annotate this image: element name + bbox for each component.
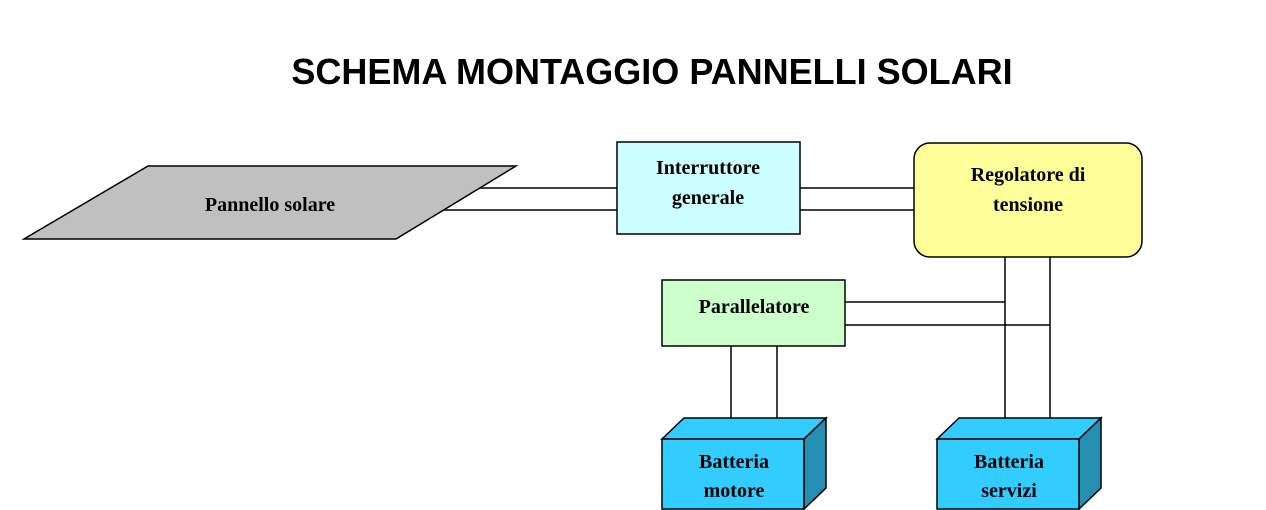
engine-battery-front xyxy=(661,438,805,510)
paralleler-box xyxy=(661,279,846,347)
voltage-regulator-label-line1: Regolatore di xyxy=(971,164,1086,186)
diagram-title: SCHEMA MONTAGGIO PANNELLI SOLARI xyxy=(291,51,1012,92)
engine-battery-label-line1: Batteria xyxy=(699,451,769,473)
service-battery-label-line1: Batteria xyxy=(974,451,1044,473)
node-service-battery: Batteria servizi xyxy=(935,416,1103,510)
paralleler-label: Parallelatore xyxy=(699,296,810,318)
voltage-regulator-label-line2: tensione xyxy=(993,194,1063,216)
node-main-switch: Interruttore generale xyxy=(616,141,801,235)
node-voltage-regulator: Regolatore di tensione xyxy=(913,142,1143,258)
voltage-regulator-box xyxy=(913,142,1143,258)
service-battery-top xyxy=(935,417,1103,440)
solar-panel-shape xyxy=(21,165,519,240)
connections xyxy=(436,187,1051,418)
solar-panel-label: Pannello solare xyxy=(205,194,335,216)
engine-battery-label-line2: motore xyxy=(704,480,765,502)
service-battery-front xyxy=(936,438,1080,510)
node-engine-battery: Batteria motore xyxy=(660,416,828,510)
main-switch-label-line1: Interruttore xyxy=(656,157,760,179)
node-paralleler: Parallelatore xyxy=(661,279,846,347)
engine-battery-top xyxy=(660,417,828,440)
main-switch-label-line2: generale xyxy=(672,187,744,209)
main-switch-box xyxy=(616,141,801,235)
service-battery-label-line2: servizi xyxy=(981,480,1037,502)
node-solar-panel: Pannello solare xyxy=(21,165,519,240)
